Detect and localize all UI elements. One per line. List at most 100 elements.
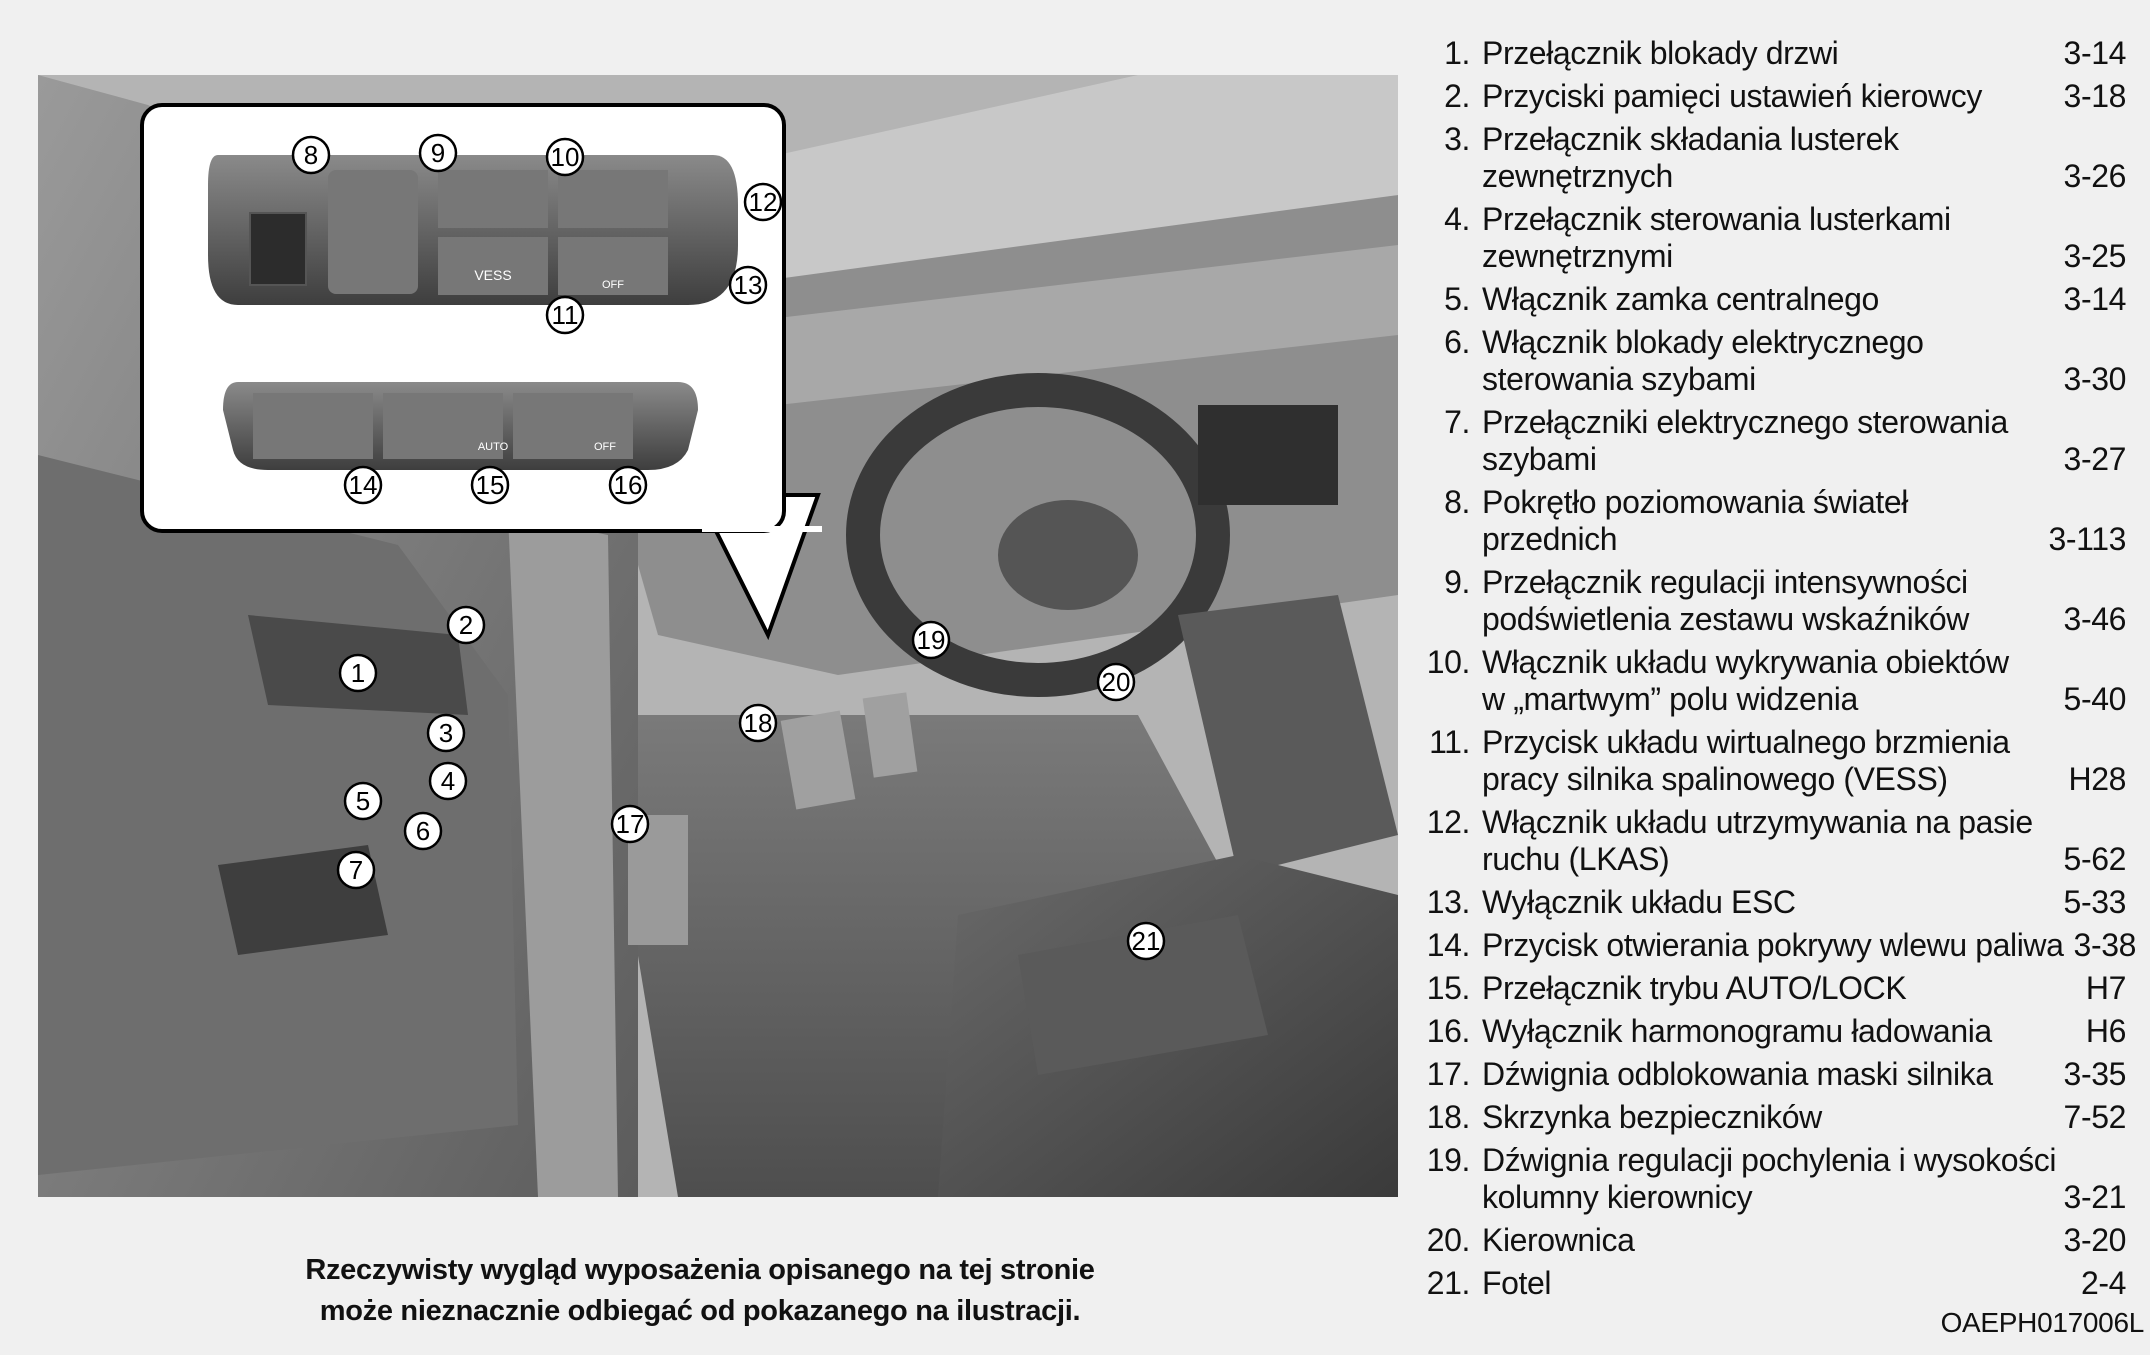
legend-item-text: Przełącznik składania lusterek	[1482, 121, 1899, 158]
legend-item-page: H28	[2058, 761, 2126, 798]
legend-item-text: w „martwym” polu widzenia	[1482, 681, 1858, 718]
legend-item-page: 3-30	[2054, 361, 2126, 398]
legend-item-text: Przyciski pamięci ustawień kierowcy	[1482, 78, 1982, 115]
caption-line-2: może nieznacznie odbiegać od pokazanego …	[200, 1291, 1200, 1332]
callout-10: 10	[547, 139, 583, 175]
svg-text:12: 12	[749, 187, 778, 217]
legend-item-page: 3-46	[2054, 601, 2126, 638]
callout-16: 16	[610, 467, 646, 503]
svg-text:8: 8	[304, 140, 318, 170]
callout-4: 4	[430, 763, 466, 799]
legend-item-page: H6	[2076, 1013, 2126, 1050]
legend-item-text: Przełącznik regulacji intensywności	[1482, 564, 1968, 601]
svg-text:13: 13	[734, 270, 763, 300]
legend-item-text: podświetlenia zestawu wskaźników	[1482, 601, 1969, 638]
legend-item-page: 3-20	[2054, 1222, 2126, 1259]
legend-item-number: 8.	[1408, 484, 1470, 521]
legend-item: 14.Przycisk otwierania pokrywy wlewu pal…	[1408, 927, 2126, 964]
legend-item-page: 7-52	[2054, 1099, 2126, 1136]
legend-item-page: 5-40	[2054, 681, 2126, 718]
legend-item: 12. Włącznik układu utrzymywania na pasie…	[1408, 804, 2126, 878]
svg-text:15: 15	[476, 470, 505, 500]
legend-item-page: 3-35	[2054, 1056, 2126, 1093]
legend-item-number: 6.	[1408, 324, 1470, 361]
legend-item-page: 3-27	[2054, 441, 2126, 478]
callout-7: 7	[338, 852, 374, 888]
svg-text:20: 20	[1102, 667, 1131, 697]
image-code: OAEPH017006L	[1941, 1307, 2144, 1339]
legend-item-page: 3-113	[2039, 521, 2126, 558]
callout-8: 8	[293, 137, 329, 173]
callout-11: 11	[547, 297, 583, 333]
legend-item-number: 15.	[1408, 970, 1470, 1007]
svg-text:4: 4	[441, 766, 455, 796]
legend-item-text: Wyłącznik układu ESC	[1482, 884, 1796, 921]
legend-item-text: Kierownica	[1482, 1222, 1635, 1259]
legend-item-number: 11.	[1408, 724, 1470, 761]
legend-item: 16. Wyłącznik harmonogramu ładowania H6	[1408, 1013, 2126, 1050]
legend-item-page: 3-18	[2054, 78, 2126, 115]
callout-9: 9	[420, 135, 456, 171]
svg-text:2: 2	[459, 610, 473, 640]
auto-label: AUTO	[478, 441, 509, 453]
legend-item-number: 16.	[1408, 1013, 1470, 1050]
callout-20: 20	[1098, 664, 1134, 700]
legend-item: 2. Przyciski pamięci ustawień kierowcy 3-1…	[1408, 78, 2126, 115]
svg-text:19: 19	[917, 625, 946, 655]
legend-item: 11.Przycisk układu wirtualnego brzmienia…	[1408, 724, 2126, 798]
svg-text:1: 1	[351, 658, 365, 688]
legend-item-page: 3-21	[2054, 1179, 2126, 1216]
callout-21: 21	[1128, 923, 1164, 959]
svg-text:5: 5	[356, 786, 370, 816]
legend-item-text: kolumny kierownicy	[1482, 1179, 1752, 1216]
legend-item-number: 4.	[1408, 201, 1470, 238]
legend-item-text: Włącznik blokady elektrycznego	[1482, 324, 1924, 361]
legend-item: 3.Przełącznik składania lusterekzewnętrz…	[1408, 121, 2126, 195]
disclaimer-caption: Rzeczywisty wygląd wyposażenia opisanego…	[200, 1250, 1200, 1332]
callout-19: 19	[913, 622, 949, 658]
legend-item-text: Fotel	[1482, 1265, 1551, 1302]
callout-15: 15	[472, 467, 508, 503]
svg-text:17: 17	[616, 809, 645, 839]
legend-item-text: sterowania szybami	[1482, 361, 1756, 398]
callout-1: 1	[340, 655, 376, 691]
legend-item-page: 5-33	[2054, 884, 2126, 921]
svg-text:6: 6	[416, 816, 430, 846]
legend-item-text: przednich	[1482, 521, 1617, 558]
legend-item-text: Włącznik układu utrzymywania na pasie	[1482, 804, 2033, 841]
legend-item-page: 5-62	[2054, 841, 2126, 878]
legend-item-text: ruchu (LKAS)	[1482, 841, 1669, 878]
legend-item-text: Przełączniki elektrycznego sterowania	[1482, 404, 2008, 441]
legend-item-page: 2-4	[2071, 1265, 2126, 1302]
legend-item-text: Skrzynka bezpieczników	[1482, 1099, 1822, 1136]
legend-item-number: 13.	[1408, 884, 1470, 921]
legend-item-number: 2.	[1408, 78, 1470, 115]
callout-5: 5	[345, 783, 381, 819]
svg-text:21: 21	[1132, 926, 1161, 956]
legend-item-text: Dźwignia odblokowania maski silnika	[1482, 1056, 1993, 1093]
legend-item-number: 12.	[1408, 804, 1470, 841]
legend-item-number: 7.	[1408, 404, 1470, 441]
legend-item-page: 3-14	[2054, 281, 2126, 318]
legend-item-page: 3-25	[2054, 238, 2126, 275]
legend-item-number: 1.	[1408, 35, 1470, 72]
legend-item-number: 19.	[1408, 1142, 1470, 1179]
legend-item-text: zewnętrznych	[1482, 158, 1673, 195]
svg-text:10: 10	[551, 142, 580, 172]
svg-text:9: 9	[431, 138, 445, 168]
legend-item-text: Przycisk otwierania pokrywy wlewu paliwa	[1482, 927, 2064, 964]
svg-text:7: 7	[349, 855, 363, 885]
legend-item-text: szybami	[1482, 441, 1597, 478]
legend-item-number: 9.	[1408, 564, 1470, 601]
legend-item: 10.Włącznik układu wykrywania obiektóww …	[1408, 644, 2126, 718]
legend-item-text: Włącznik układu wykrywania obiektów	[1482, 644, 2009, 681]
callout-18: 18	[740, 705, 776, 741]
legend-item-text: Wyłącznik harmonogramu ładowania	[1482, 1013, 1992, 1050]
legend-item: 5.Włącznik zamka centralnego3-14	[1408, 281, 2126, 318]
